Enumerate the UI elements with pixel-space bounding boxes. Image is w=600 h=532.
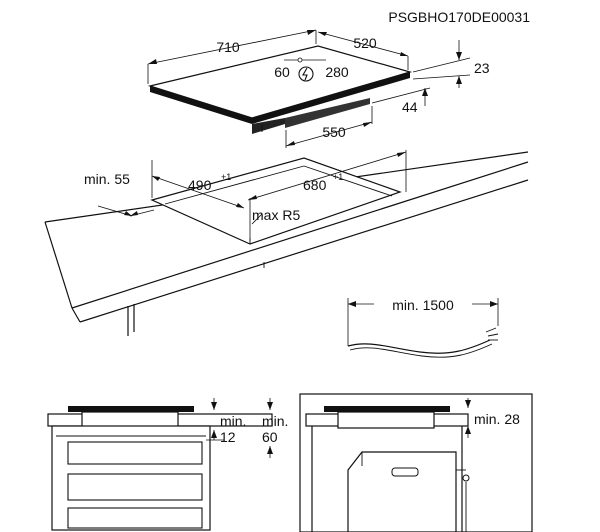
lightning-bolt-icon [298, 66, 314, 82]
drawer-gap-top-value: 12 [220, 429, 236, 445]
drawer-gap-top-label: min. [220, 413, 246, 429]
hob-inner-height-label: 44 [402, 99, 418, 115]
oven-cabinet-drawing [299, 393, 533, 532]
corner-radius-label: max R5 [252, 207, 300, 223]
worktop-drawing [44, 151, 529, 336]
drawer-gap-side-value: 60 [262, 429, 278, 445]
cutout-width-tolerance: +1 [333, 172, 343, 182]
cutout-edge-min-label: min. 55 [84, 171, 130, 187]
oven-gap-label: min. 28 [474, 411, 520, 427]
hob-dimensions [147, 29, 471, 148]
cutout-width-label: 680 [303, 177, 327, 193]
power-max-label: 280 [325, 64, 349, 80]
hob-width-label: 710 [216, 39, 240, 55]
hob-bottom-depth-label: 550 [322, 124, 346, 140]
document-code: PSGBHO170DE00031 [388, 9, 530, 25]
hob-depth-label: 520 [353, 35, 377, 51]
cable-min-length-label: min. 1500 [392, 297, 454, 313]
cutout-depth-label: 490 [188, 177, 212, 193]
cutout-dimensions [97, 150, 407, 242]
drawer-gap-side-label: min. [262, 413, 288, 429]
cable-drawing [347, 298, 499, 358]
drawer-cabinet-drawing [47, 398, 273, 531]
power-min-label: 60 [274, 64, 290, 80]
cutout-depth-tolerance: +1 [221, 172, 231, 182]
hob-height-label: 23 [474, 60, 490, 76]
hob-drawing [147, 45, 413, 134]
